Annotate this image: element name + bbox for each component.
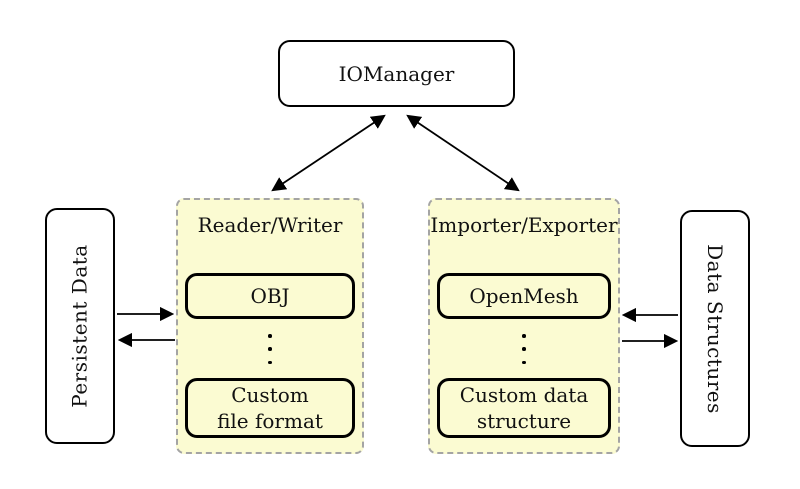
node-iomanager: IOManager xyxy=(278,40,515,107)
custom-file-format-line1: Custom xyxy=(231,383,309,407)
obj-label-line1: OBJ xyxy=(250,284,290,308)
persistent-data-label: Persistent Data xyxy=(68,244,93,408)
openmesh-label-line1: OpenMesh xyxy=(469,284,579,308)
panel-importer-exporter: Importer/Exporter OpenMesh Custom data s… xyxy=(428,198,620,454)
ellipsis-dots xyxy=(178,334,362,364)
custom-file-format-line2: file format xyxy=(217,409,323,433)
iomanager-label: IOManager xyxy=(338,61,455,86)
node-obj: OBJ xyxy=(185,273,355,319)
reader-writer-label: Reader/Writer xyxy=(197,213,343,237)
edge-iomanager-importer-exporter xyxy=(406,114,520,192)
panel-reader-writer: Reader/Writer OBJ Custom file format xyxy=(176,198,364,454)
custom-data-structure-line1: Custom data xyxy=(459,383,589,407)
node-persistent-data: Persistent Data xyxy=(45,208,115,444)
node-custom-file-format: Custom file format xyxy=(185,378,355,438)
node-data-structures: Data Structures xyxy=(680,210,750,447)
importer-exporter-label: Importer/Exporter xyxy=(430,213,618,237)
node-custom-data-structure: Custom data structure xyxy=(437,378,611,438)
node-openmesh: OpenMesh xyxy=(437,273,611,319)
data-structures-label: Data Structures xyxy=(703,243,727,414)
ellipsis-dots xyxy=(430,334,618,364)
edge-iomanager-reader-writer xyxy=(271,114,386,192)
custom-data-structure-line2: structure xyxy=(476,409,572,433)
